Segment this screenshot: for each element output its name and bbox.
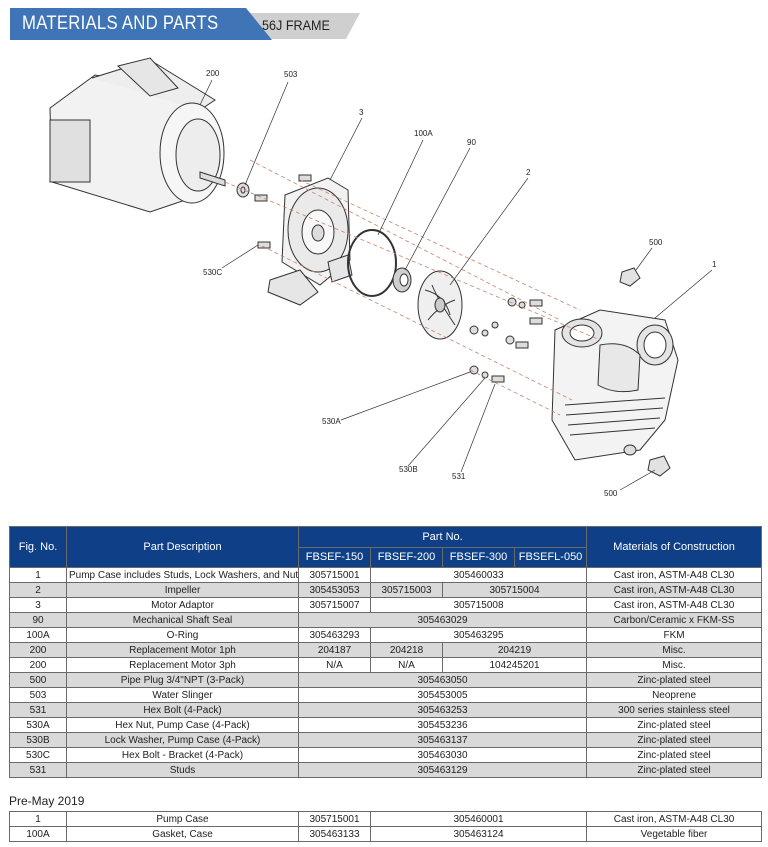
motor-adaptor-drawing [267, 177, 353, 306]
header-part-description: Part Description [66, 526, 299, 568]
callout-530c: 530C [203, 268, 222, 277]
table-row: 100A Gasket, Case 305463133 305463124 Ve… [9, 826, 763, 842]
header-materials: Materials of Construction [586, 526, 763, 568]
table-row: 1 Pump Case includes Studs, Lock Washers… [9, 567, 763, 583]
callout-503: 503 [284, 70, 298, 79]
header-model-fbsef-300: FBSEF-300 [442, 547, 515, 568]
table-row: 100A O-Ring 305463293 305463295 FKM [9, 627, 763, 643]
callout-1: 1 [712, 260, 717, 269]
section-title: MATERIALS AND PARTS [22, 13, 219, 34]
table-row: 500 Pipe Plug 3/4"NPT (3-Pack) 305463050… [9, 672, 763, 688]
table-row: 200 Replacement Motor 1ph 204187 204218 … [9, 642, 763, 658]
table-row: 530B Lock Washer, Pump Case (4-Pack) 305… [9, 732, 763, 748]
section-header-background [10, 8, 272, 40]
table-row: 200 Replacement Motor 3ph N/A N/A 104245… [9, 657, 763, 673]
table-row: 530C Hex Bolt - Bracket (4-Pack) 3054630… [9, 747, 763, 763]
callout-531: 531 [452, 472, 466, 481]
table-row: 503 Water Slinger 305453005 Neoprene [9, 687, 763, 703]
callout-2: 2 [526, 168, 531, 177]
callout-90: 90 [467, 138, 476, 147]
table-row: 2 Impeller 305453053 305715003 305715004… [9, 582, 763, 598]
table-row: 531 Hex Bolt (4-Pack) 305463253 300 seri… [9, 702, 763, 718]
exploded-parts-diagram: 200 503 3 100A 90 2 500 1 530C 530A 530B… [49, 57, 717, 498]
frame-label: 56J FRAME [262, 17, 330, 33]
header-model-fbsefl-050: FBSEFL-050 [513, 547, 588, 568]
parts-table: Fig. No. Part Description Part No. Mater… [9, 526, 763, 778]
callout-100a: 100A [414, 129, 433, 138]
motor-drawing [49, 57, 226, 213]
table-row: 530A Hex Nut, Pump Case (4-Pack) 3054532… [9, 717, 763, 733]
header-part-no: Part No. [297, 526, 588, 548]
table-row: 3 Motor Adaptor 305715007 305715008 Cast… [9, 597, 763, 613]
callout-530a: 530A [322, 417, 341, 426]
table-row: 1 Pump Case 305715001 305460001 Cast iro… [9, 811, 763, 827]
table-row: 531 Studs 305463129 Zinc-plated steel [9, 762, 763, 778]
callout-530b: 530B [399, 465, 418, 474]
pre-may-label: Pre-May 2019 [9, 794, 85, 808]
callout-500-bottom: 500 [604, 489, 618, 498]
table-row: 90 Mechanical Shaft Seal 305463029 Carbo… [9, 612, 763, 628]
callout-500-top: 500 [649, 238, 663, 247]
pump-case-drawing [551, 309, 679, 461]
header-model-fbsef-150: FBSEF-150 [298, 547, 371, 568]
callout-200: 200 [206, 69, 220, 78]
callout-3: 3 [359, 108, 364, 117]
header-model-fbsef-200: FBSEF-200 [370, 547, 443, 568]
header-fig-no: Fig. No. [9, 526, 67, 568]
impeller-drawing [417, 270, 463, 340]
pre-may-parts-table: 1 Pump Case 305715001 305460001 Cast iro… [9, 811, 763, 842]
